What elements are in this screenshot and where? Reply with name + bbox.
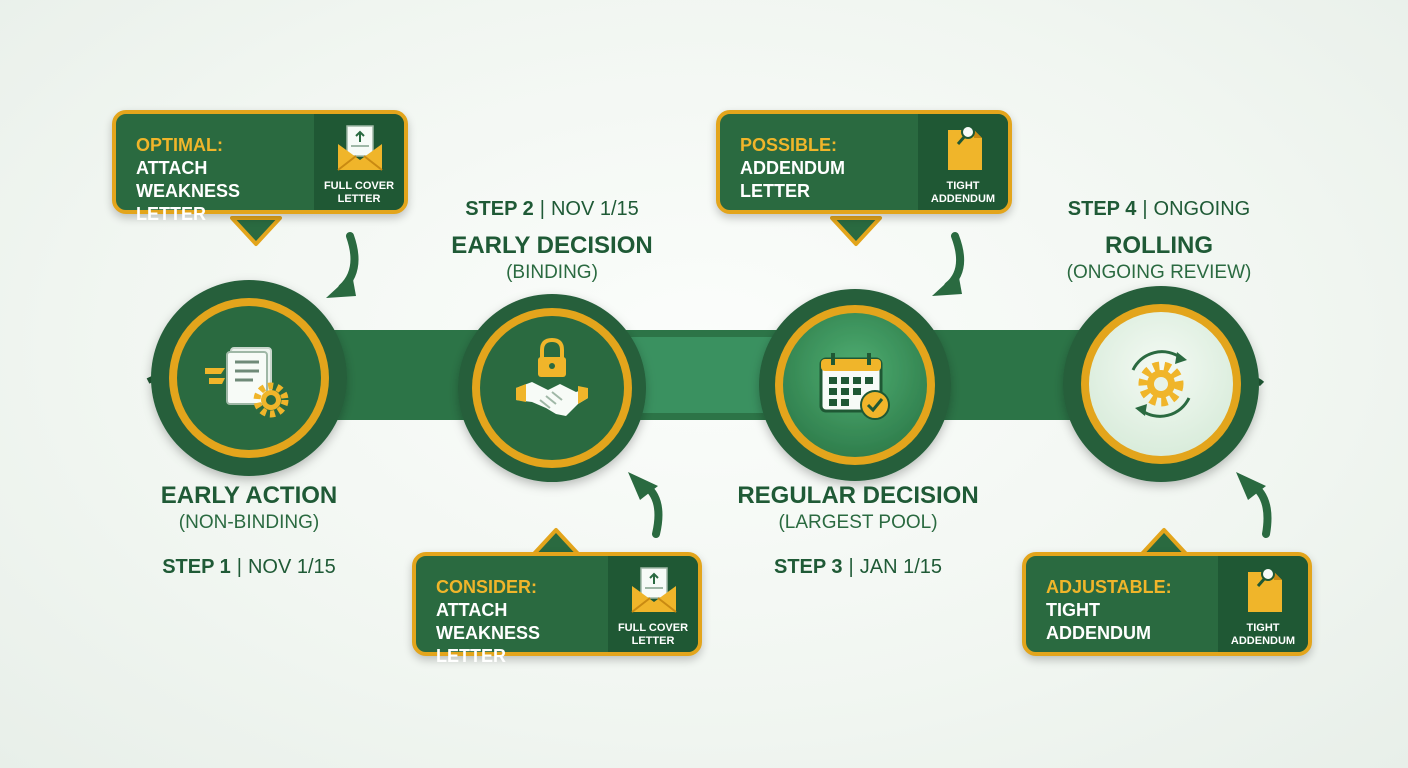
step-line-3: STEP 3|JAN 1/15: [773, 556, 943, 578]
step-label: STEP 2: [465, 198, 534, 220]
callout-consider: CONSIDER: ATTACH WEAKNESS LETTER FULL CO…: [412, 552, 702, 666]
step-line-2: STEP 2|NOV 1/15: [465, 198, 639, 220]
callout-body: ATTACH WEAKNESS LETTER: [136, 158, 241, 224]
callout-side-panel: TIGHT ADDENDUM: [1218, 556, 1308, 652]
envelope-letter-icon: [631, 567, 677, 613]
stage-subtitle-1: (NON-BINDING): [178, 512, 320, 533]
callout-lead: CONSIDER:: [436, 577, 538, 597]
stage-title-2: EARLY DECISION: [451, 232, 653, 259]
callout-side-panel: FULL COVER LETTER: [608, 556, 698, 652]
callout-adjustable: ADJUSTABLE: TIGHT ADDENDUM TIGHT ADDENDU…: [1022, 552, 1312, 656]
callout-body: ATTACH WEAKNESS LETTER: [436, 600, 541, 666]
envelope-letter-icon: [337, 125, 383, 171]
stage-title-4: ROLLING: [1105, 232, 1213, 259]
callout-side-panel: TIGHT ADDENDUM: [918, 114, 1008, 210]
pinned-note-icon: [948, 125, 982, 170]
stage-title-3: REGULAR DECISION: [737, 482, 979, 509]
stage-title-1: EARLY ACTION: [160, 482, 338, 509]
callout-body: TIGHT ADDENDUM: [1046, 600, 1151, 643]
callout-side-panel: FULL COVER LETTER: [314, 114, 404, 210]
step-label: STEP 3: [773, 556, 843, 578]
stage-subtitle-4: (ONGOING REVIEW): [1066, 262, 1252, 283]
step-date: ONGOING: [1153, 198, 1251, 220]
step-label: STEP 4: [1067, 198, 1137, 220]
callout-pointer-1: [230, 216, 282, 246]
gear-cycle-icon: [1131, 350, 1191, 418]
callout-lead: OPTIMAL:: [136, 135, 223, 155]
callout-pointer-3: [830, 216, 882, 246]
callout-caption: TIGHT ADDENDUM: [930, 180, 996, 205]
callout-body: ADDENDUM LETTER: [740, 158, 845, 201]
callout-caption: TIGHT ADDENDUM: [1230, 622, 1296, 647]
callout-possible: POSSIBLE: ADDENDUM LETTER TIGHT ADDENDUM: [716, 110, 1012, 214]
step-label: STEP 1: [162, 556, 231, 578]
step-date: NOV 1/15: [247, 556, 336, 578]
callout-caption: FULL COVER LETTER: [323, 180, 395, 205]
step-line-1: STEP 1|NOV 1/15: [162, 556, 336, 578]
callout-lead: POSSIBLE:: [740, 135, 838, 155]
arrow-callout-3: [932, 232, 965, 296]
pinned-note-icon: [1248, 567, 1282, 612]
stage-subtitle-3: (LARGEST POOL): [778, 512, 938, 533]
stage-subtitle-2: (BINDING): [506, 262, 598, 283]
arrow-callout-2: [628, 472, 663, 538]
callout-caption: FULL COVER LETTER: [617, 622, 689, 647]
arrow-callout-4: [1236, 472, 1272, 538]
step-line-4: STEP 4|ONGOING: [1067, 198, 1251, 220]
calendar-check-icon: [819, 353, 890, 420]
step-date: NOV 1/15: [550, 198, 639, 220]
step-date: JAN 1/15: [859, 556, 943, 578]
callout-lead: ADJUSTABLE:: [1046, 577, 1172, 597]
callout-optimal: OPTIMAL: ATTACH WEAKNESS LETTER FULL COV…: [112, 110, 408, 224]
document-gear-icon: [205, 347, 289, 418]
arrow-callout-1: [326, 232, 359, 298]
handshake-lock-icon: [516, 337, 588, 416]
